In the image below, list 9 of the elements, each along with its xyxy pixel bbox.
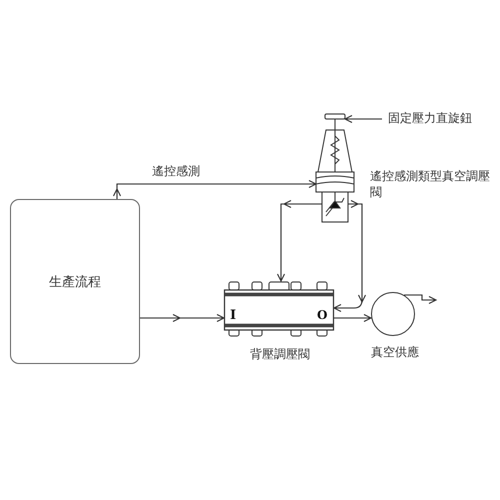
node-label: 背壓調壓閥 [249,346,311,362]
callout-text: 固定壓力直旋鈕 [388,110,488,128]
pump-circle [371,292,415,336]
outlet-label: O [317,308,328,322]
process-box: 生產流程 [10,199,140,364]
edge-label: 遙控感測 [150,163,202,180]
node-label: 真空供應 [370,344,420,360]
inlet-label: I [230,308,236,323]
node-label: 遙控感測類型真空調壓閥 [370,168,491,200]
